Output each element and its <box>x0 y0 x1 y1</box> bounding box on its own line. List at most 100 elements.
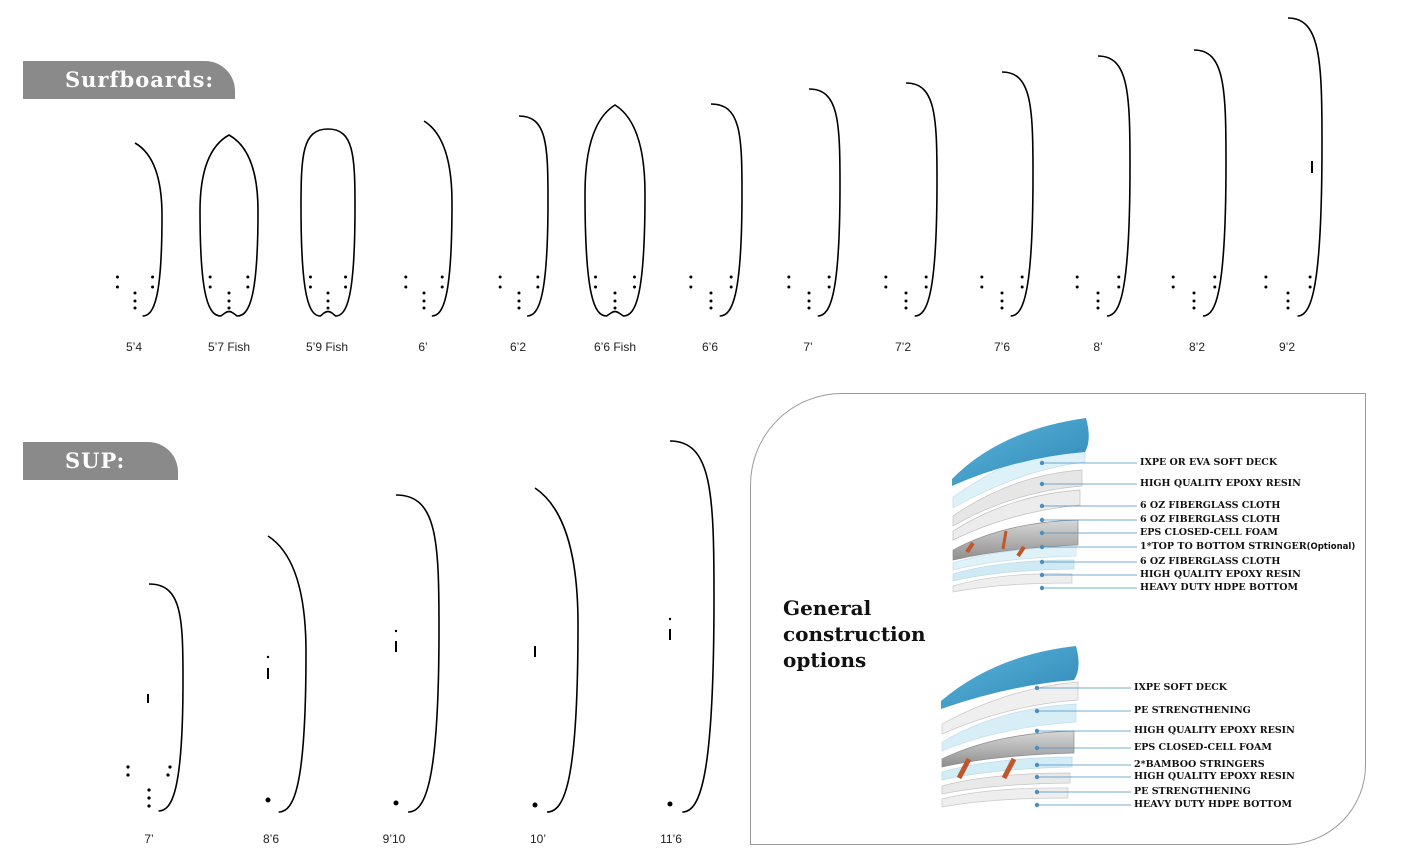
fin-plug <box>904 291 908 295</box>
sup-size-label: 9’10 <box>382 832 406 846</box>
fin-plug <box>133 306 137 310</box>
board-size-label: 9’2 <box>1278 340 1295 354</box>
fin-plug <box>133 299 137 303</box>
fin-plug <box>613 299 617 303</box>
fin-plug <box>980 285 984 289</box>
construction-options-title: General construction options <box>783 596 926 672</box>
surfboard-outline <box>1193 49 1227 317</box>
fin-plug <box>151 275 155 279</box>
surfboard-outline <box>300 128 356 317</box>
fin-plug <box>1075 275 1079 279</box>
fin-plug <box>1075 285 1079 289</box>
fin-plug <box>807 291 811 295</box>
sup-outline <box>148 583 184 812</box>
fin-plug <box>115 285 119 289</box>
fin-plug <box>1286 291 1290 295</box>
surfboard-outline <box>808 88 841 317</box>
fin-plug <box>807 299 811 303</box>
layer-label: EPS CLOSED-CELL FOAM <box>1140 527 1278 538</box>
fin-plug <box>126 773 130 777</box>
sup-size-label: 10’ <box>529 832 546 846</box>
sup-outline <box>267 535 307 813</box>
fin-plug <box>633 275 636 279</box>
fin-plug <box>924 285 928 289</box>
layer-label: 6 OZ FIBERGLASS CLOTH <box>1140 500 1281 511</box>
board-size-label: 6’2 <box>509 340 526 354</box>
fin-plug <box>517 306 521 310</box>
fin-box <box>393 800 399 806</box>
fin-plug <box>166 773 170 777</box>
fin-plug <box>827 285 831 289</box>
sup-outline <box>534 487 579 813</box>
surfboard-outline <box>710 103 743 317</box>
fin-plug <box>227 299 231 303</box>
board-size-label: 5’7 Fish <box>207 340 251 354</box>
optional-note: (Optional) <box>1306 542 1356 552</box>
surfboard-outline <box>199 134 259 317</box>
surfboard-outline <box>1287 17 1323 317</box>
fin-plug <box>729 275 733 279</box>
fin-plug <box>1020 275 1024 279</box>
fin-plug <box>729 285 733 289</box>
layer-label: 2*BAMBOO STRINGERS <box>1134 759 1265 770</box>
surfboard-outline <box>518 115 549 317</box>
sup-size-label: 7’ <box>144 832 154 846</box>
fin-plug <box>246 275 250 279</box>
fin-plug <box>344 275 348 279</box>
surfboard-outline <box>1097 55 1131 317</box>
fin-plug <box>1117 285 1121 289</box>
fin-plug <box>1308 285 1312 289</box>
vent-plug <box>394 629 398 633</box>
fin-plug <box>422 306 426 310</box>
board-size-label: 7’6 <box>993 340 1010 354</box>
fin-plug <box>1020 285 1024 289</box>
board-size-label: 8’2 <box>1188 340 1205 354</box>
fin-plug <box>227 291 231 295</box>
fin-plug <box>422 291 426 295</box>
fin-plug <box>1308 275 1312 279</box>
board-size-label: 7’ <box>803 340 813 354</box>
layer-label: HIGH QUALITY EPOXY RESIN <box>1140 569 1301 580</box>
layer-label: IXPE SOFT DECK <box>1134 682 1228 693</box>
sup-outline <box>669 440 715 813</box>
fin-plug <box>1171 285 1175 289</box>
board-size-label: 5’9 Fish <box>305 340 349 354</box>
fin-plug <box>924 275 928 279</box>
fin-plug <box>884 285 888 289</box>
vent-plug <box>266 655 270 659</box>
board-size-label: 7’2 <box>894 340 911 354</box>
surfboard-outline <box>134 142 163 317</box>
board-size-label: 6’6 Fish <box>593 340 637 354</box>
layer-label: 1*TOP TO BOTTOM STRINGER(Optional) <box>1140 541 1355 552</box>
layer-label: EPS CLOSED-CELL FOAM <box>1134 742 1272 753</box>
fin-plug <box>1213 275 1217 279</box>
fin-plug <box>1117 275 1121 279</box>
fin-plug <box>115 275 119 279</box>
fin-plug <box>326 306 330 310</box>
surfboard-outline <box>1001 71 1034 317</box>
fin-plug <box>308 285 312 289</box>
board-size-label: 8’ <box>1093 340 1103 354</box>
fin-plug <box>613 306 617 310</box>
surfboard-outline <box>905 82 938 317</box>
fin-plug <box>827 275 831 279</box>
fin-plug <box>404 285 408 289</box>
fin-box <box>532 802 538 808</box>
fin-plug <box>1192 306 1196 310</box>
fin-plug <box>1213 285 1217 289</box>
board-size-label: 6’6 <box>701 340 718 354</box>
layer-label: PE STRENGTHENING <box>1134 705 1251 716</box>
fin-plug <box>613 291 617 295</box>
surfboard-outline <box>423 120 453 317</box>
fin-plug <box>709 306 713 310</box>
fin-plug <box>1264 275 1268 279</box>
layer-label: IXPE OR EVA SOFT DECK <box>1140 457 1278 468</box>
fin-plug <box>498 285 502 289</box>
fin-plug <box>709 291 713 295</box>
fin-plug <box>1096 299 1100 303</box>
fin-plug <box>498 275 502 279</box>
fin-plug <box>1000 306 1004 310</box>
fin-plug <box>1286 299 1290 303</box>
fin-plug <box>536 285 540 289</box>
